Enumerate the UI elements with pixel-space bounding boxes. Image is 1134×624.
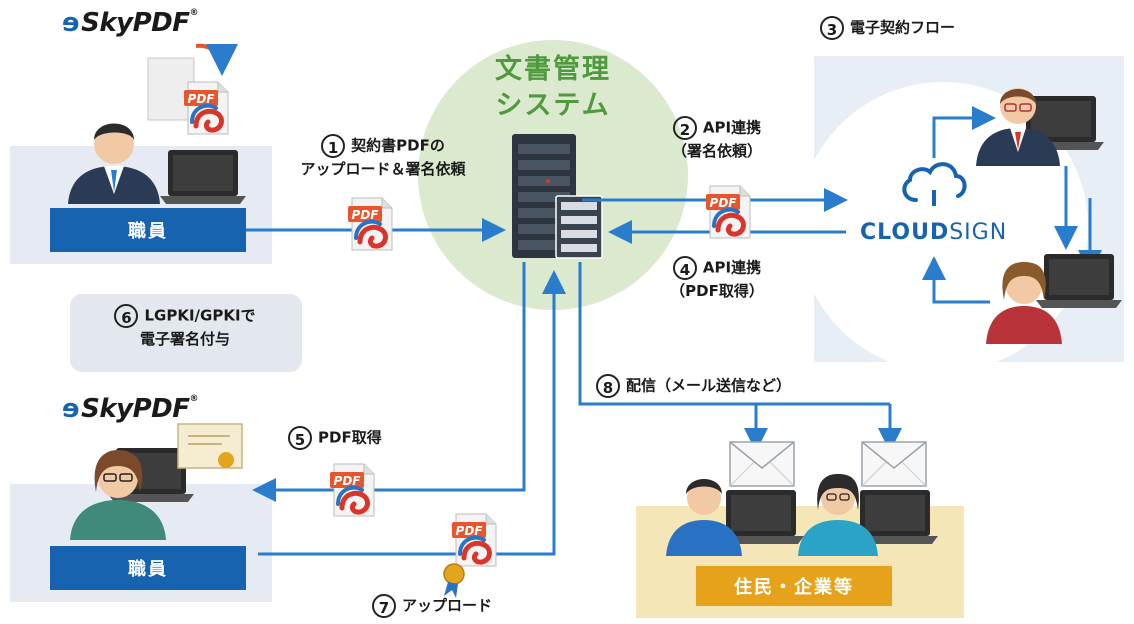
arrow-step8-main xyxy=(578,262,890,406)
step2-number: 2 xyxy=(672,116,697,140)
step1-number: 1 xyxy=(321,134,346,158)
step3-number: 3 xyxy=(820,16,844,40)
pdf-icon-step7 xyxy=(452,514,496,566)
step5-number: 5 xyxy=(288,426,312,450)
pdf-icon-step1 xyxy=(348,198,392,250)
residents-label: 住民・企業等 xyxy=(696,566,892,606)
signer-person-2 xyxy=(986,254,1122,344)
arrow-flow-1 xyxy=(932,106,996,158)
arrow-step7 xyxy=(258,270,566,556)
cloud-icon xyxy=(902,162,967,206)
skypdf-mark-icon: ɘ xyxy=(62,8,80,38)
staff-label-top: 職員 xyxy=(50,208,246,252)
staff-label-bottom: 職員 xyxy=(50,546,246,590)
step7-number: 7 xyxy=(372,594,396,618)
pdf-upload-icon-top xyxy=(147,43,238,134)
resident-person-1 xyxy=(666,479,804,556)
certificate-icon xyxy=(177,423,243,469)
cloudsign-logo: CLOUDSIGN xyxy=(860,220,1008,245)
step6-number: 6 xyxy=(114,304,139,328)
arrow-step5 xyxy=(252,262,526,502)
server-icon xyxy=(512,134,603,259)
seal-icon xyxy=(443,563,465,598)
pdf-icon-step2 xyxy=(706,186,750,238)
step8-number: 8 xyxy=(596,374,620,398)
skypdf-mark-icon: ɘ xyxy=(62,394,80,424)
arrow-flow-4 xyxy=(922,256,990,304)
signer-person-1 xyxy=(976,88,1104,166)
system-title: 文書管理 システム xyxy=(495,54,611,121)
step4-number: 4 xyxy=(672,256,697,280)
skypdf-logo-top: ɘSkyPDF® xyxy=(62,8,199,38)
resident-person-2 xyxy=(798,474,938,556)
staff-person-top xyxy=(68,123,246,204)
envelope-icon-2 xyxy=(861,441,927,487)
staff-person-bottom xyxy=(70,448,194,540)
envelope-icon-1 xyxy=(729,441,795,487)
pdf-icon-step5 xyxy=(330,464,374,516)
skypdf-logo-bottom: ɘSkyPDF® xyxy=(62,394,199,424)
signature-bubble xyxy=(70,294,302,372)
